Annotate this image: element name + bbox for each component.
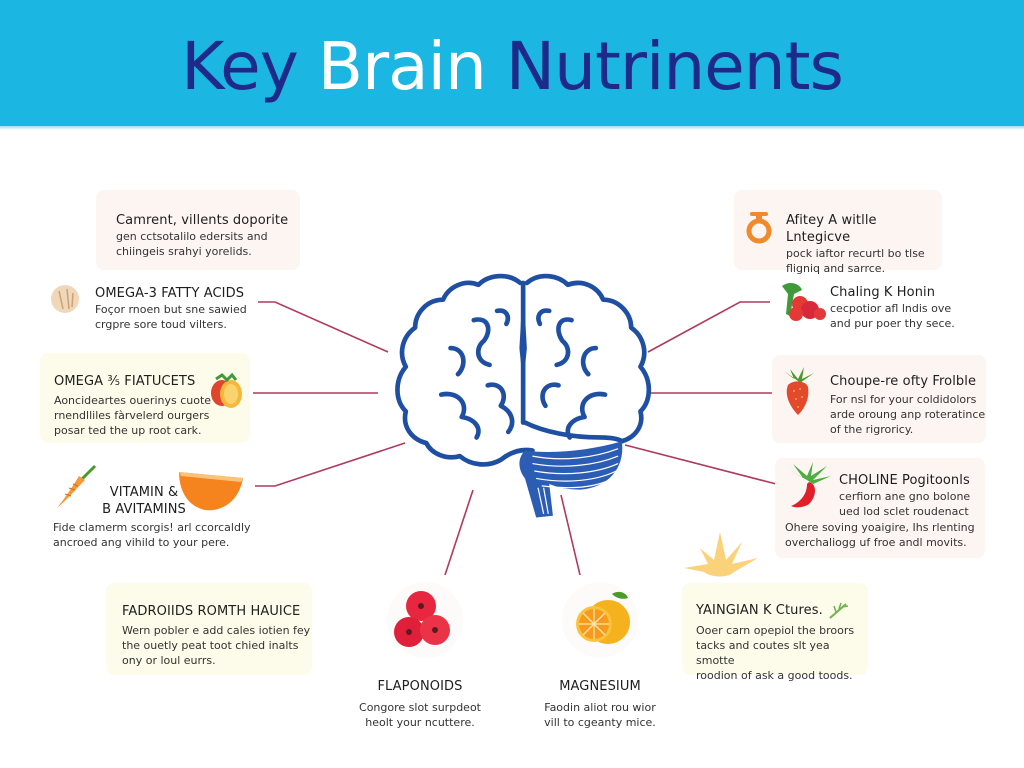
card-title: OMEGA ⅗ FIATUCETS (54, 374, 196, 389)
card-body-line: Ohere soving yoaigire, Ihs rlenting (785, 521, 975, 534)
title-word-1: Key (181, 28, 299, 105)
card-body-line: Congore slot surpdeot (359, 701, 481, 714)
tomato-lemon-icon (211, 372, 242, 408)
card-body-line: the ouetly peat toot chied inalts (122, 639, 299, 652)
page-title: Key Brain Nutrinents (0, 22, 1024, 112)
bottom-item-magnesium: MAGNESIUM Faodin aliot rou wior vill to … (520, 580, 680, 730)
brain-outline-icon (395, 273, 652, 518)
right-card-choupe: Choupe-re ofty Frolble For nsl for your … (772, 355, 986, 443)
orange-fruit-icon (562, 582, 638, 658)
card-body-line: For nsl for your coldidolors (830, 393, 977, 406)
card-body-line: Faodin aliot rou wior (544, 701, 656, 714)
card-title-line-2: B AVITAMINS (102, 502, 186, 517)
header-divider (0, 126, 1024, 130)
card-body-line: heolt your ncuttere. (365, 716, 475, 729)
card-body-line: cecpotior afl lndis ove (830, 302, 952, 315)
card-body-line: ony or loul eurrs. (122, 654, 216, 667)
chili-leaves-icon (789, 462, 831, 508)
red-berries-icon (387, 582, 463, 658)
card-title: Chaling K Honin (830, 285, 936, 300)
card-body-line: Ooer carn opepiol the broors (696, 623, 855, 637)
berries-leaves-icon (782, 283, 826, 321)
left-card-1: Camrent, villents doporite gen cctsotali… (96, 190, 300, 270)
card-body-line: gen cctsotalilo edersits and (116, 230, 268, 243)
right-card-1: Afitey A witlle Lntegicve pock iaftor re… (734, 190, 942, 275)
card-body-line: ancroed ang vihild to your pere. (53, 536, 230, 549)
card-title: VITAMIN & (109, 485, 179, 500)
card-body-line: vill to cgeanty mice. (544, 716, 656, 729)
orange-slice-icon (179, 472, 243, 511)
card-title: Afitey A witlle Lntegicve (786, 213, 877, 245)
card-body-line: pock iaftor recurtl bo tlse (786, 247, 925, 260)
card-body-line: of the rigroricy. (830, 423, 914, 436)
card-title: FLAPONOIDS (377, 679, 463, 694)
title-word-2: Brain (317, 28, 487, 105)
bottom-item-flavonoids: FLAPONOIDS Congore slot surpdeot heolt y… (345, 580, 495, 730)
card-body-line: crgpre sore toud vilters. (95, 318, 227, 331)
card-body-line: Aoncideartes ouerinys cuote (54, 394, 212, 407)
left-card-vitamins: VITAMIN & B AVITAMINS Fide clamerm scorg… (45, 460, 255, 555)
strawberry-icon (784, 367, 814, 415)
right-card-yaingian: YAINGIAN K Ctures. Ooer carn opepiol the… (682, 583, 868, 682)
card-body-line: and pur poer thy sece. (830, 317, 955, 330)
card-title: Choupe-re ofty Frolble (830, 374, 977, 389)
card-body-line: Wern pobler e add cales iotien fey (122, 624, 311, 637)
ring-icon (746, 212, 772, 244)
card-body-line: posar ted the up root cark. (54, 424, 202, 437)
title-word-3: Nutrinents (505, 28, 844, 105)
nut-icon (51, 285, 79, 313)
card-title: Camrent, villents doporite (116, 213, 289, 228)
card-title: FADROIIDS ROMTH HAUICE (122, 604, 301, 619)
card-body-line: Foçor rnoen but sne sawied (95, 303, 247, 316)
card-body-line: rnendlliles fàrvelerd ourgers (54, 409, 210, 422)
card-title: CHOLINE Pogitoonls (839, 473, 970, 488)
card-title: MAGNESIUM (559, 679, 641, 694)
card-body-line: arde oroung anp roteratince (830, 408, 986, 421)
card-body-line: cerfiorn ane gno bolone (839, 490, 971, 503)
left-card-omega-fiatucets: OMEGA ⅗ FIATUCETS Aoncideartes ouerinys … (40, 353, 250, 443)
card-body-line: roodion of ask a good toods. (696, 668, 853, 682)
card-body-line: fligniq and sarrce. (786, 262, 886, 275)
card-title: OMEGA-3 FATTY ACIDS (95, 286, 245, 301)
card-body-line: Fide clamerm scorgis! arl ccorcaldly (53, 521, 251, 534)
herb-sprig-icon (829, 602, 849, 619)
card-body-line: overchaliogg uf froe andl movits. (785, 536, 967, 549)
left-card-fadroiids: FADROIIDS ROMTH HAUICE Wern pobler e add… (106, 583, 312, 675)
right-card-chaling: Chaling K Honin cecpotior afl lndis ove … (770, 276, 990, 336)
card-body-line: chiingeis srahyi yorelids. (116, 245, 252, 258)
left-card-omega-3: OMEGA-3 FATTY ACIDS Foçor rnoen but sne … (45, 275, 255, 335)
card-body-line: ued lod sclet roudenact (839, 505, 969, 518)
sun-burst-icon (684, 532, 758, 577)
card-body-line: tacks and coutes slt yea smotte (696, 638, 830, 667)
right-card-choline: CHOLINE Pogitoonls cerfiorn ane gno bolo… (775, 458, 985, 558)
card-title: YAINGIAN K Ctures. (696, 603, 823, 618)
carrot-icon (57, 464, 97, 508)
header-banner: Key Brain Nutrinents (0, 0, 1024, 128)
